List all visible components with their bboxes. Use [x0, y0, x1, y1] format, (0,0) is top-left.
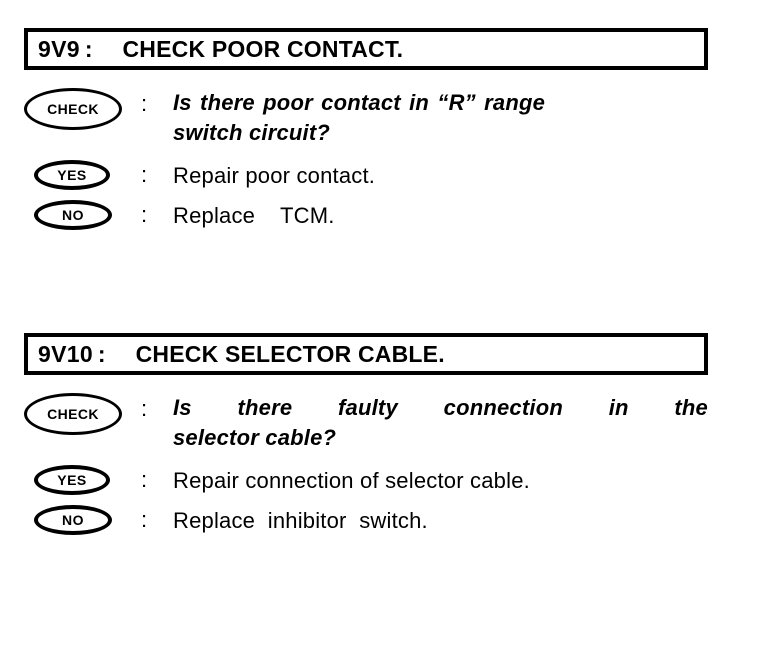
no-oval-badge: NO — [34, 505, 112, 535]
check-badge-cell: CHECK — [24, 393, 141, 435]
check-question-line-1: Is there faulty connection in the — [173, 395, 708, 420]
yes-row: YES : Repair poor contact. — [24, 160, 708, 194]
check-question-line-2: switch circuit? — [173, 120, 331, 145]
yes-action: Repair poor contact. — [173, 163, 376, 188]
step-header-box: 9V9 : CHECK POOR CONTACT. — [24, 28, 708, 70]
no-action: Replace inhibitor switch. — [173, 508, 428, 533]
check-separator: : — [141, 91, 148, 116]
step-rows: CHECK : Is there faulty connection in th… — [24, 393, 708, 539]
check-question-line-2: selector cable? — [173, 425, 337, 450]
check-separator: : — [141, 396, 148, 421]
step-code: 9V10 — [38, 340, 93, 367]
check-question: Is there faulty connection in the select… — [173, 393, 708, 453]
no-action-cell: Replace TCM. — [169, 200, 708, 232]
step-title: CHECK SELECTOR CABLE. — [135, 340, 445, 367]
diagnostic-step-9v9: 9V9 : CHECK POOR CONTACT. CHECK : Is the… — [24, 28, 708, 234]
yes-separator: : — [141, 162, 148, 187]
yes-action-cell: Repair connection of selector cable. — [169, 465, 708, 497]
no-action: Replace TCM. — [173, 203, 335, 228]
yes-badge-cell: YES — [24, 465, 141, 495]
no-row: NO : Replace TCM. — [24, 200, 708, 234]
no-action-cell: Replace inhibitor switch. — [169, 505, 708, 537]
diagnostic-step-9v10: 9V10 : CHECK SELECTOR CABLE. CHECK : Is … — [24, 333, 708, 539]
check-question: Is there poor contact in “R” range switc… — [173, 88, 708, 148]
yes-oval-badge: YES — [34, 160, 110, 190]
step-code-separator: : — [84, 35, 93, 62]
check-question-cell: Is there faulty connection in the select… — [169, 393, 708, 453]
yes-action-cell: Repair poor contact. — [169, 160, 708, 192]
check-badge-cell: CHECK — [24, 88, 141, 130]
check-question-cell: Is there poor contact in “R” range switc… — [169, 88, 708, 148]
no-badge-cell: NO — [24, 200, 141, 230]
check-oval-badge: CHECK — [24, 88, 122, 130]
no-separator: : — [141, 507, 148, 532]
yes-separator: : — [141, 467, 148, 492]
step-code-separator: : — [97, 340, 106, 367]
check-row: CHECK : Is there faulty connection in th… — [24, 393, 708, 453]
no-badge-cell: NO — [24, 505, 141, 535]
no-row: NO : Replace inhibitor switch. — [24, 505, 708, 539]
yes-oval-badge: YES — [34, 465, 110, 495]
yes-badge-cell: YES — [24, 160, 141, 190]
check-oval-badge: CHECK — [24, 393, 122, 435]
step-title: CHECK POOR CONTACT. — [122, 35, 404, 62]
yes-row: YES : Repair connection of selector cabl… — [24, 465, 708, 499]
step-header-box: 9V10 : CHECK SELECTOR CABLE. — [24, 333, 708, 375]
yes-action: Repair connection of selector cable. — [173, 468, 530, 493]
step-code: 9V9 — [38, 35, 80, 62]
check-question-line-1: Is there poor contact in “R” range — [173, 90, 546, 115]
check-row: CHECK : Is there poor contact in “R” ran… — [24, 88, 708, 148]
no-oval-badge: NO — [34, 200, 112, 230]
no-separator: : — [141, 202, 148, 227]
step-rows: CHECK : Is there poor contact in “R” ran… — [24, 88, 708, 234]
